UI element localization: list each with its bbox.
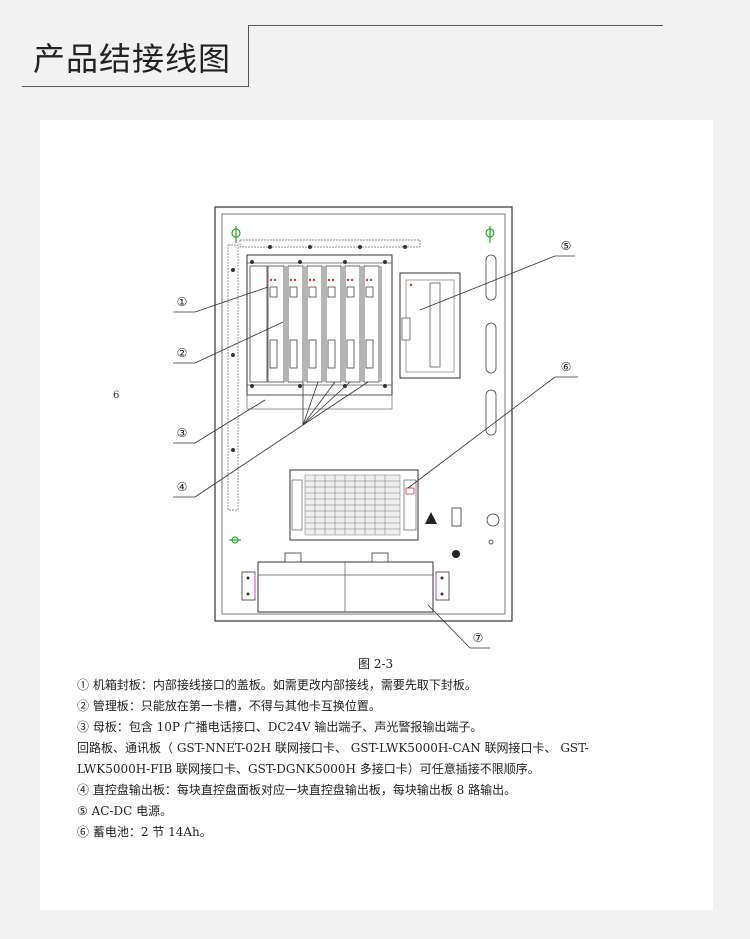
note-line-5: LWK5000H-FIB 联网接口卡、GST-DGNK5000H 多接口卡）可任… bbox=[77, 762, 540, 776]
note-line-8: ⑥ 蓄电池：2 节 14Ah。 bbox=[77, 825, 212, 839]
terminal-strip-top bbox=[239, 239, 421, 248]
note-line-7: ⑤ AC-DC 电源。 bbox=[77, 804, 173, 818]
card-slots bbox=[249, 265, 382, 383]
mother-board-plate bbox=[246, 394, 393, 410]
stray-mark: 6 bbox=[113, 390, 120, 401]
switch-block bbox=[451, 507, 462, 527]
cabinet-inner bbox=[221, 213, 506, 615]
bottom-bracket bbox=[257, 561, 434, 613]
note-line-4: 回路板、通讯板（ GST-NNET-02H 联网接口卡、 GST-LWK5000… bbox=[77, 741, 589, 755]
knob-icon bbox=[486, 513, 500, 527]
ground-point-icon bbox=[229, 536, 241, 544]
header-bottom-rule bbox=[22, 86, 249, 87]
callout-7: ⑦ bbox=[473, 631, 484, 645]
callout-1: ① bbox=[177, 295, 188, 309]
mount-hole-right-icon bbox=[485, 226, 495, 243]
note-line-3: ③ 母板：包含 10P 广播电话接口、DC24V 输出端子、声光警报输出端子。 bbox=[77, 720, 483, 734]
header-divider bbox=[248, 25, 249, 86]
header-top-rule bbox=[248, 25, 663, 26]
page-title: 产品结接线图 bbox=[33, 40, 232, 78]
callout-5: ⑤ bbox=[561, 239, 572, 253]
card-led-indicators bbox=[269, 278, 373, 282]
callout-4: ④ bbox=[177, 480, 188, 494]
note-line-1: ① 机箱封板：内部接线接口的盖板。如需更改内部接线，需要先取下封板。 bbox=[77, 678, 477, 692]
fuse-icon bbox=[452, 550, 460, 558]
notes-list: ① 机箱封板：内部接线接口的盖板。如需更改内部接线，需要先取下封板。 ② 管理板… bbox=[77, 675, 677, 843]
callout-6: ⑥ bbox=[561, 360, 572, 374]
callout-3: ③ bbox=[177, 426, 188, 440]
callout-2: ② bbox=[177, 346, 188, 360]
note-line-2: ② 管理板：只能放在第一卡槽，不得与其他卡互换位置。 bbox=[77, 699, 381, 713]
cable-tray-left bbox=[227, 244, 239, 511]
cabinet-outer bbox=[214, 206, 513, 622]
wiring-diagram: ① ② ③ ④ ⑤ ⑥ ⑦ bbox=[173, 206, 578, 649]
warning-icon bbox=[425, 512, 437, 524]
card-cage bbox=[246, 254, 393, 396]
figure-caption: 图 2-3 bbox=[358, 657, 394, 671]
battery-grid bbox=[304, 474, 401, 536]
mount-hole-left-icon bbox=[231, 226, 241, 243]
note-line-6: ④ 直控盘输出板：每块直控盘面板对应一块直控盘输出板，每块输出板 8 路输出。 bbox=[77, 783, 517, 797]
leader-lines bbox=[173, 255, 578, 649]
